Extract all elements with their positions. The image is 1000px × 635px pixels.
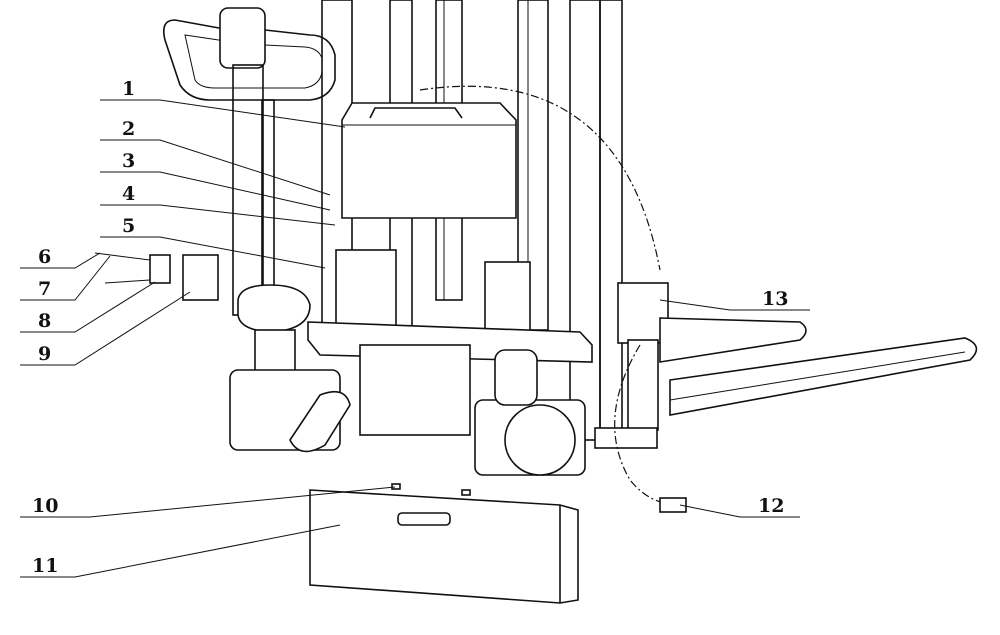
callout-3: 3 (122, 150, 135, 172)
callout-2: 2 (122, 118, 135, 140)
connector (659, 497, 687, 513)
callout-labels: 1 2 3 4 5 6 7 8 9 10 11 12 13 (32, 78, 788, 577)
battery (341, 102, 517, 219)
callout-5: 5 (122, 215, 135, 237)
forks (659, 317, 978, 416)
callout-11: 11 (32, 555, 58, 577)
small-parts (94, 252, 219, 301)
callout-1: 1 (122, 78, 135, 100)
callout-6: 6 (38, 246, 51, 268)
tiller-handle (162, 7, 336, 376)
callout-9: 9 (38, 343, 51, 365)
callout-10: 10 (32, 495, 58, 517)
cable (419, 85, 661, 271)
cable-lower (614, 344, 681, 506)
callout-4: 4 (122, 183, 135, 205)
callout-12: 12 (758, 495, 784, 517)
carriage (307, 249, 669, 449)
callout-7: 7 (38, 278, 51, 300)
battery-cover (309, 483, 579, 604)
callout-8: 8 (38, 310, 51, 332)
callout-13: 13 (762, 288, 788, 310)
drive-wheel (229, 349, 586, 476)
leader-lines (20, 99, 810, 578)
